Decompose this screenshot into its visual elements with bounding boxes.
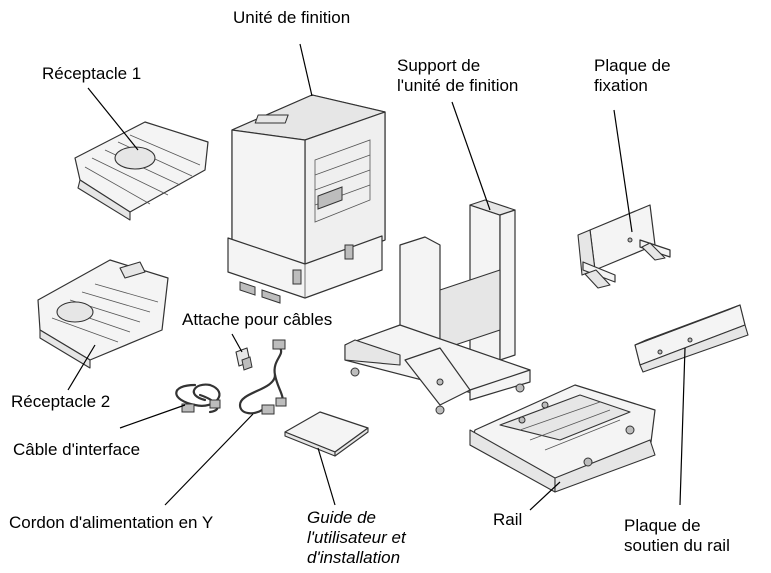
mounting-plate-drawing (577, 204, 671, 289)
rail-support-plate-drawing (634, 304, 749, 373)
label-rail-support: Plaque de soutien du rail (624, 516, 730, 555)
finisher-unit-drawing (227, 94, 386, 304)
guide-book-drawing (284, 411, 369, 457)
label-tray-1: Réceptacle 1 (42, 64, 142, 83)
label-mounting-plate: Plaque de fixation (594, 56, 671, 95)
cable-tie-drawing (235, 347, 253, 371)
interface-cable-drawing (175, 383, 221, 414)
y-power-cord-drawing (238, 339, 287, 415)
label-rail: Rail (493, 510, 523, 529)
label-finisher: Unité de finition (233, 8, 351, 27)
tray-1-drawing (74, 121, 209, 221)
label-interface-cable: Câble d'interface (13, 440, 141, 459)
label-guide: Guide de l'utilisateur et d'installation (307, 508, 406, 567)
leader-lines (67, 43, 686, 511)
finisher-stand-drawing (344, 199, 531, 415)
label-y-power-cord: Cordon d'alimentation en Y (9, 513, 214, 532)
label-tray-2: Réceptacle 2 (11, 392, 111, 411)
label-finisher-stand: Support de l'unité de finition (397, 56, 519, 95)
tray-2-drawing (37, 259, 169, 369)
label-cable-tie: Attache pour câbles (182, 310, 333, 329)
rail-drawing (469, 384, 656, 493)
